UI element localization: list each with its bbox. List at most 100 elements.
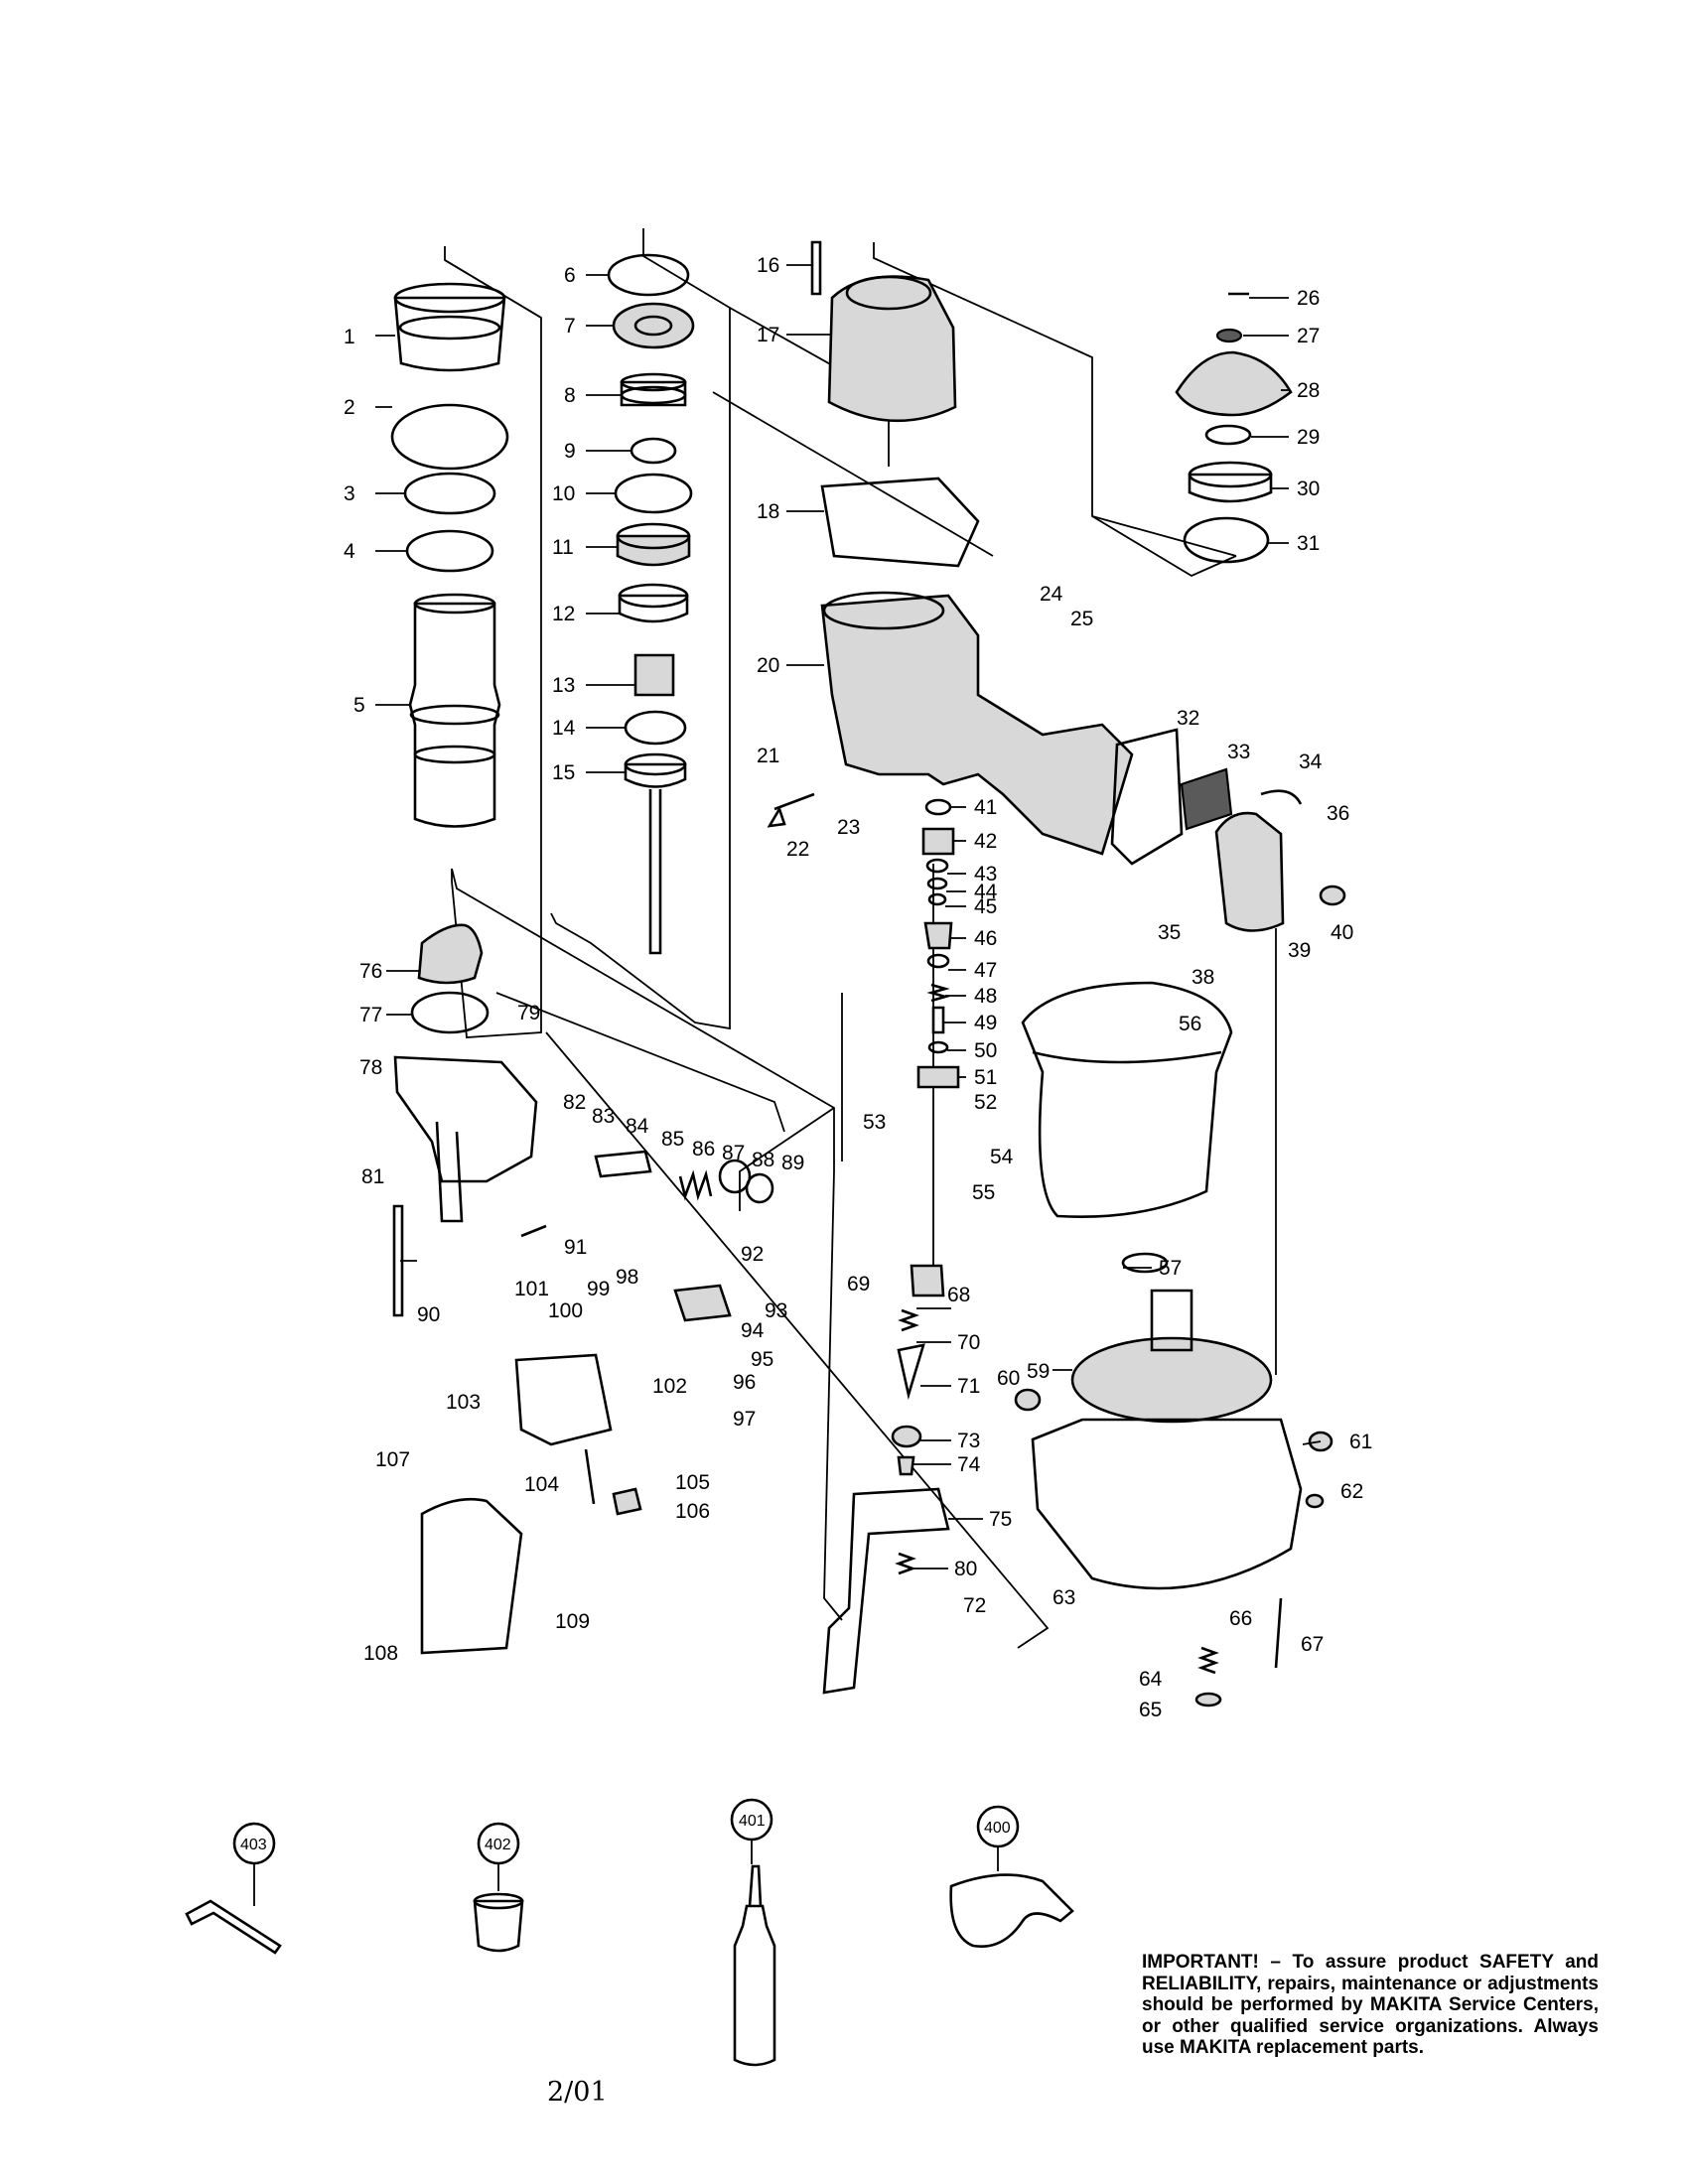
callout-2: 2 bbox=[344, 396, 355, 419]
date-code: 2/01 bbox=[547, 2077, 608, 2108]
callout-103: 103 bbox=[446, 1391, 481, 1414]
callout-4: 4 bbox=[344, 540, 355, 563]
callout-82: 82 bbox=[563, 1091, 586, 1114]
part-16-bolt bbox=[810, 240, 822, 296]
part-15-piston-driver bbox=[624, 762, 687, 955]
callout-98: 98 bbox=[616, 1266, 638, 1289]
callout-22: 22 bbox=[786, 838, 809, 861]
callout-96: 96 bbox=[733, 1371, 756, 1394]
part-51-cap bbox=[916, 1065, 960, 1089]
part-4-o-ring bbox=[405, 529, 494, 573]
callout-401: 401 bbox=[739, 1813, 766, 1830]
callout-34: 34 bbox=[1299, 751, 1323, 773]
callout-28: 28 bbox=[1297, 379, 1320, 402]
callout-104: 104 bbox=[524, 1473, 559, 1496]
part-104-pin bbox=[584, 1448, 596, 1505]
callout-65: 65 bbox=[1139, 1699, 1162, 1721]
part-71-lever bbox=[897, 1343, 925, 1401]
callout-17: 17 bbox=[757, 324, 779, 346]
callout-5: 5 bbox=[353, 694, 365, 717]
callout-61: 61 bbox=[1349, 1431, 1372, 1453]
parts-drawings bbox=[185, 240, 1346, 2067]
part-77-o-ring bbox=[410, 991, 490, 1034]
part-31-o-ring bbox=[1183, 516, 1270, 564]
callout-75: 75 bbox=[989, 1508, 1012, 1531]
part-13-bumper bbox=[633, 653, 675, 697]
part-93-latch bbox=[673, 1284, 732, 1322]
part-34-clip bbox=[1260, 789, 1303, 805]
part-86-spring bbox=[678, 1169, 713, 1201]
callout-21: 21 bbox=[757, 745, 779, 767]
part-65-washer bbox=[1194, 1692, 1222, 1707]
callout-53: 53 bbox=[863, 1111, 886, 1134]
part-76-bumper bbox=[417, 923, 484, 985]
part-73-nut bbox=[891, 1425, 922, 1448]
callout-32: 32 bbox=[1177, 707, 1199, 730]
callout-41: 41 bbox=[974, 796, 997, 819]
callout-109: 109 bbox=[555, 1610, 590, 1633]
part-49-stem bbox=[931, 1006, 945, 1034]
callout-70: 70 bbox=[957, 1331, 980, 1354]
callout-94: 94 bbox=[741, 1319, 765, 1342]
callout-88: 88 bbox=[752, 1149, 774, 1171]
part-41-o-ring bbox=[924, 798, 952, 816]
callout-27: 27 bbox=[1297, 325, 1320, 347]
callout-91: 91 bbox=[564, 1236, 587, 1259]
leader-lines bbox=[375, 264, 1322, 1570]
part-87-ring bbox=[718, 1159, 752, 1194]
part-3-o-ring bbox=[403, 472, 496, 515]
callout-52: 52 bbox=[974, 1091, 997, 1114]
callout-66: 66 bbox=[1229, 1607, 1252, 1630]
callout-15: 15 bbox=[552, 761, 575, 784]
part-68-block bbox=[910, 1264, 945, 1297]
part-59-shaft bbox=[1150, 1289, 1193, 1352]
callout-80: 80 bbox=[954, 1558, 977, 1580]
part-403-hex-wrench bbox=[185, 1899, 282, 1955]
callout-44: 44 bbox=[974, 881, 998, 903]
part-29-o-ring bbox=[1204, 424, 1252, 446]
part-103-guide-plate bbox=[514, 1353, 613, 1446]
callout-106: 106 bbox=[675, 1500, 710, 1523]
callout-64: 64 bbox=[1139, 1668, 1163, 1691]
callout-105: 105 bbox=[675, 1471, 710, 1494]
part-10-o-ring bbox=[614, 473, 693, 514]
callout-9: 9 bbox=[564, 440, 576, 463]
callout-43: 43 bbox=[974, 863, 997, 886]
part-56-magazine-cover bbox=[1021, 981, 1233, 1219]
part-105-block bbox=[612, 1487, 642, 1516]
callout-26: 26 bbox=[1297, 287, 1320, 310]
part-7-bearing bbox=[612, 302, 695, 349]
callout-29: 29 bbox=[1297, 426, 1320, 449]
safety-notice: IMPORTANT! – To assure product SAFETY an… bbox=[1142, 1952, 1599, 2058]
callout-24: 24 bbox=[1040, 583, 1063, 606]
callout-36: 36 bbox=[1327, 802, 1349, 825]
callout-16: 16 bbox=[757, 254, 779, 277]
callout-14: 14 bbox=[552, 717, 576, 740]
part-60-nut bbox=[1014, 1388, 1042, 1412]
callout-47: 47 bbox=[974, 959, 997, 982]
callout-12: 12 bbox=[552, 603, 575, 625]
callout-72: 72 bbox=[963, 1594, 986, 1617]
callout-45: 45 bbox=[974, 895, 997, 918]
part-2-o-ring bbox=[390, 403, 509, 471]
callout-102: 102 bbox=[652, 1375, 687, 1398]
part-80-spring bbox=[895, 1552, 916, 1575]
callout-95: 95 bbox=[751, 1348, 773, 1371]
callout-97: 97 bbox=[733, 1408, 756, 1431]
callout-76: 76 bbox=[359, 960, 382, 983]
callout-101: 101 bbox=[514, 1278, 549, 1300]
callout-20: 20 bbox=[757, 654, 779, 677]
callout-68: 68 bbox=[947, 1284, 970, 1306]
callout-86: 86 bbox=[692, 1138, 715, 1160]
part-63-magazine-base bbox=[1031, 1418, 1303, 1590]
callout-400: 400 bbox=[984, 1820, 1011, 1837]
part-30-ring bbox=[1188, 473, 1273, 503]
callout-403: 403 bbox=[240, 1837, 267, 1853]
callout-73: 73 bbox=[957, 1430, 980, 1452]
part-5-cylinder bbox=[408, 602, 501, 828]
part-1-cylinder-cap bbox=[393, 296, 506, 372]
callout-31: 31 bbox=[1297, 532, 1320, 555]
callout-40: 40 bbox=[1331, 921, 1353, 944]
callout-54: 54 bbox=[990, 1146, 1014, 1168]
